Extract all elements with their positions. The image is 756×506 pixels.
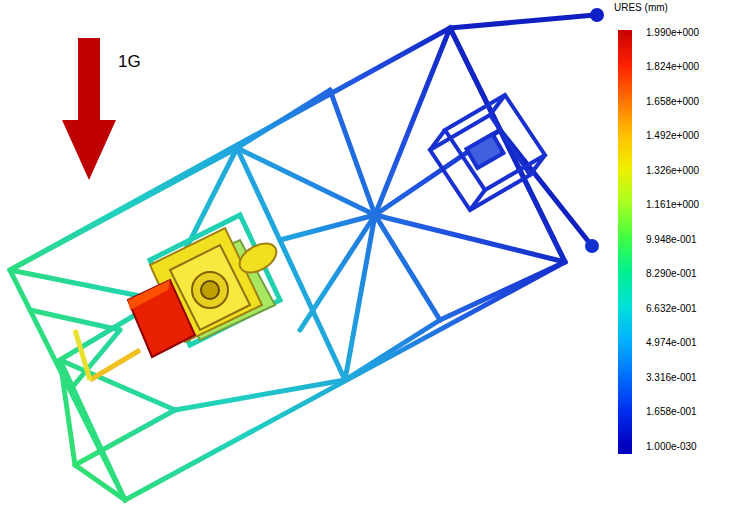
- legend-value: 1.658e+000: [646, 96, 699, 107]
- legend-value: 1.161e+000: [646, 199, 699, 210]
- legend-value: 9.948e-001: [646, 234, 697, 245]
- color-bar-segment: [618, 203, 632, 238]
- color-bar-segment: [618, 444, 632, 454]
- legend-value: 1.658e-001: [646, 406, 697, 417]
- legend-value: 6.632e-001: [646, 303, 697, 314]
- legend-value: 8.290e-001: [646, 268, 697, 279]
- color-bar-segment: [618, 30, 632, 65]
- cube-frame: [430, 95, 545, 210]
- legend-value: 1.990e+000: [646, 27, 699, 38]
- legend-value: 1.824e+000: [646, 61, 699, 72]
- gravity-arrow: [62, 38, 116, 180]
- load-label: 1G: [118, 52, 141, 72]
- color-bar-segment: [618, 65, 632, 100]
- color-bar-segment: [618, 134, 632, 169]
- legend-value: 4.974e-001: [646, 337, 697, 348]
- mount-ball: [585, 239, 599, 253]
- color-bar-segment: [618, 99, 632, 134]
- color-bar-segment: [618, 168, 632, 203]
- legend-value: 1.492e+000: [646, 130, 699, 141]
- camera-assembly: [75, 215, 281, 380]
- legend-value: 1.326e+000: [646, 165, 699, 176]
- color-bar-segment: [618, 341, 632, 376]
- color-bar-segment: [618, 410, 632, 445]
- truss-frame: [10, 15, 595, 500]
- legend-heading: URES (mm): [614, 2, 668, 13]
- color-bar-segment: [618, 306, 632, 341]
- color-bar-segment: [618, 272, 632, 307]
- mount-ball: [590, 8, 604, 22]
- color-bar-segment: [618, 237, 632, 272]
- legend-value: 1.000e-030: [646, 441, 697, 452]
- legend-value: 3.316e-001: [646, 372, 697, 383]
- color-bar-segment: [618, 375, 632, 410]
